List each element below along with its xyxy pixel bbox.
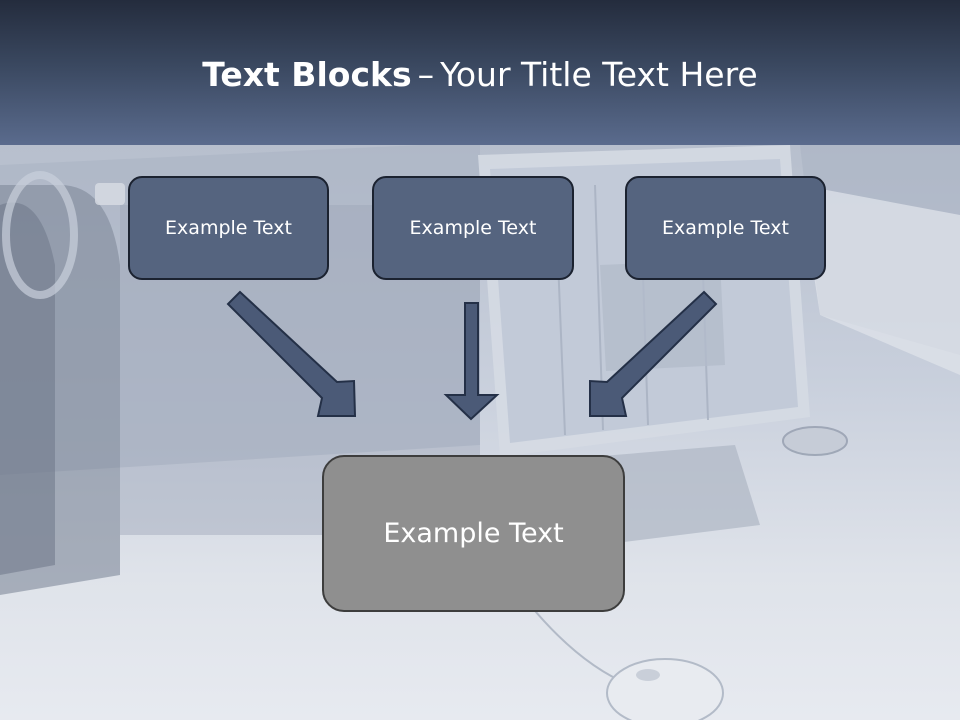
text-block-bottom-label: Example Text: [383, 518, 564, 549]
text-block-top-right[interactable]: Example Text: [625, 176, 826, 280]
arrow-right-to-bottom-icon: [589, 290, 718, 417]
text-block-top-left-label: Example Text: [165, 217, 292, 239]
title-bar: Text Blocks–Your Title Text Here: [0, 0, 960, 145]
arrow-center-to-bottom-icon: [443, 302, 500, 421]
title-separator: –: [417, 55, 435, 94]
arrow-left-to-bottom-icon: [226, 290, 357, 417]
text-block-top-right-label: Example Text: [662, 217, 789, 239]
title-subtitle-part: Your Title Text Here: [440, 55, 758, 94]
title-bold-part: Text Blocks: [202, 55, 412, 94]
text-block-top-center-label: Example Text: [409, 217, 537, 239]
text-block-bottom[interactable]: Example Text: [322, 455, 625, 612]
text-block-top-center[interactable]: Example Text: [372, 176, 574, 280]
text-block-top-left[interactable]: Example Text: [128, 176, 329, 280]
slide-title: Text Blocks–Your Title Text Here: [0, 52, 960, 98]
